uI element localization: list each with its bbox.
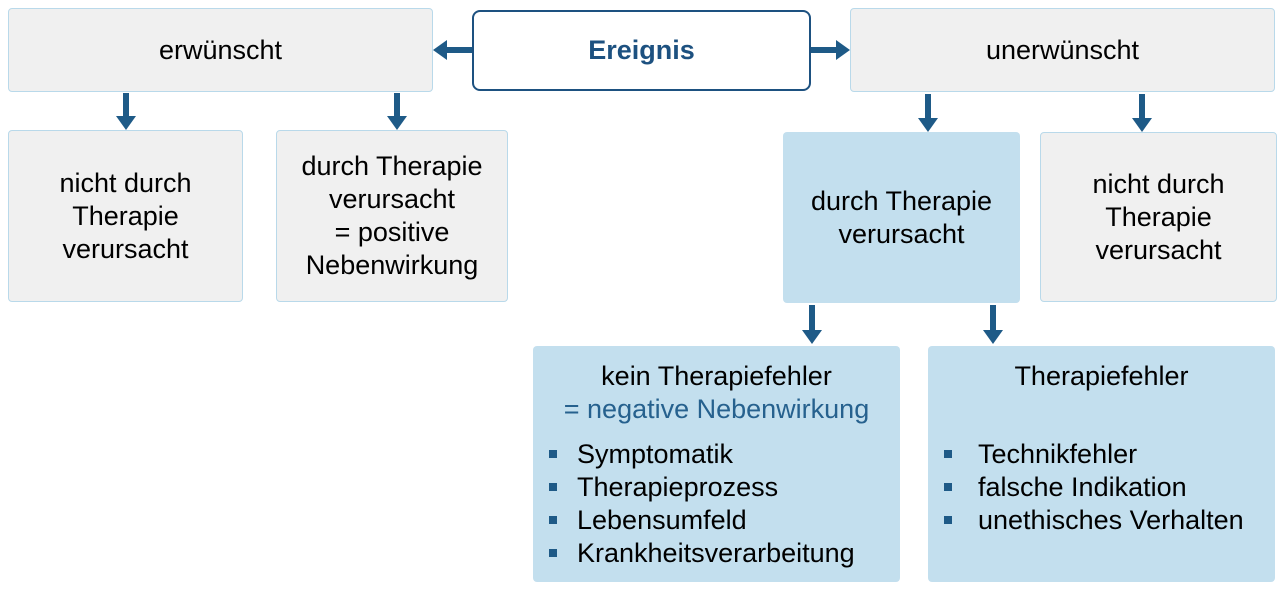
list-item: unethisches Verhalten	[928, 504, 1275, 537]
list-item: Technikfehler	[928, 438, 1275, 471]
node-unerwuenscht-label: unerwünscht	[985, 34, 1140, 65]
arrowhead-down-icon	[116, 116, 136, 130]
node-durch-therapie-verursacht: durch Therapie verursacht	[783, 132, 1020, 303]
arrowhead-down-icon	[918, 118, 938, 132]
node-unerwuenscht: unerwünscht	[850, 8, 1275, 92]
arrow-stem	[1139, 94, 1145, 118]
node-label: durch Therapie verursacht = positive Neb…	[301, 151, 483, 280]
box-heading: Therapiefehler	[928, 360, 1275, 393]
node-nicht-durch-therapie-links: nicht durch Therapie verursacht	[8, 130, 243, 302]
bullet-list: Technikfehler falsche Indikation unethis…	[928, 438, 1275, 537]
arrow-stem	[811, 47, 836, 53]
node-label: nicht durch Therapie verursacht	[1092, 168, 1225, 265]
box-heading: kein Therapiefehler = negative Nebenwirk…	[533, 360, 900, 426]
arrow-stem	[447, 47, 472, 53]
box-kein-therapiefehler: kein Therapiefehler = negative Nebenwirk…	[533, 346, 900, 582]
list-item: Krankheitsverarbeitung	[533, 537, 900, 570]
arrow-down-icon	[918, 94, 938, 132]
arrow-stem	[123, 93, 129, 116]
node-erwuenscht-label: erwünscht	[158, 34, 283, 65]
list-item: falsche Indikation	[928, 471, 1275, 504]
box-therapiefehler: Therapiefehler Technikfehler falsche Ind…	[928, 346, 1275, 582]
arrowhead-down-icon	[1132, 118, 1152, 132]
arrow-down-icon	[802, 305, 822, 344]
arrowhead-down-icon	[387, 116, 407, 130]
arrowhead-left-icon	[433, 40, 447, 60]
node-label: nicht durch Therapie verursacht	[59, 167, 192, 264]
arrow-down-icon	[983, 305, 1003, 344]
arrow-down-icon	[116, 93, 136, 130]
arrow-stem	[809, 305, 815, 330]
arrowhead-right-icon	[836, 40, 850, 60]
heading-kein-therapiefehler: kein Therapiefehler	[601, 361, 832, 391]
list-item: Symptomatik	[533, 438, 900, 471]
arrow-stem	[925, 94, 931, 118]
node-nicht-durch-therapie-rechts: nicht durch Therapie verursacht	[1040, 132, 1277, 302]
heading-therapiefehler: Therapiefehler	[1014, 361, 1189, 391]
arrow-stem	[394, 93, 400, 116]
subheading-negative-nebenwirkung: = negative Nebenwirkung	[563, 394, 870, 424]
node-ereignis: Ereignis	[472, 10, 811, 91]
arrowhead-down-icon	[983, 330, 1003, 344]
arrow-down-icon	[387, 93, 407, 130]
node-erwuenscht: erwünscht	[8, 8, 433, 92]
arrow-down-icon	[1132, 94, 1152, 132]
arrow-left-icon	[433, 40, 472, 60]
list-item: Lebensumfeld	[533, 504, 900, 537]
node-durch-therapie-positive-nebenwirkung: durch Therapie verursacht = positive Neb…	[276, 130, 508, 302]
arrowhead-down-icon	[802, 330, 822, 344]
arrow-stem	[990, 305, 996, 330]
list-item: Therapieprozess	[533, 471, 900, 504]
node-label: durch Therapie verursacht	[810, 185, 993, 249]
bullet-list: Symptomatik Therapieprozess Lebensumfeld…	[533, 438, 900, 570]
node-ereignis-label: Ereignis	[588, 35, 695, 65]
arrow-right-icon	[811, 40, 850, 60]
